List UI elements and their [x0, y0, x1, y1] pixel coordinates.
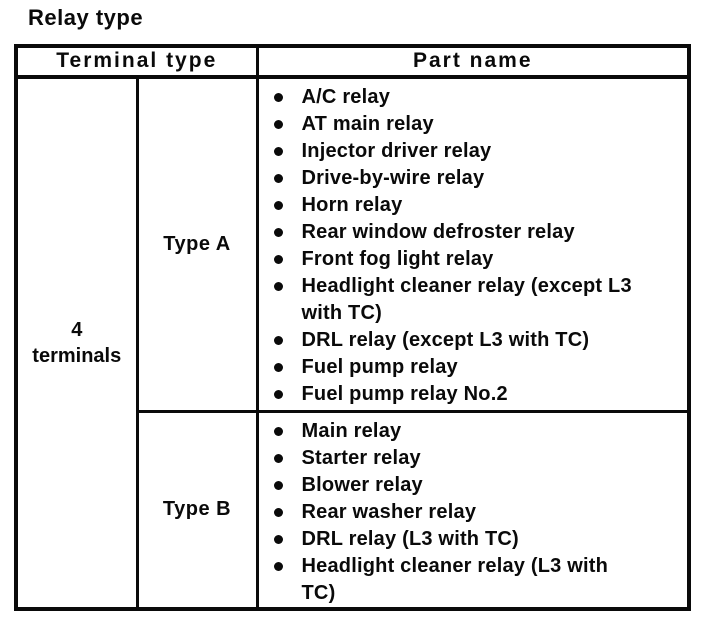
- bullet-icon: [273, 282, 283, 291]
- part-name-text: Rear window defroster relay: [301, 221, 575, 243]
- list-item: Fuel pump relay: [273, 354, 684, 381]
- part-name-text: Injector driver relay: [301, 140, 492, 162]
- cell-terminal-count: 4 terminals: [14, 75, 139, 610]
- list-item: DRL relay (except L3 with TC): [273, 327, 684, 354]
- relay-type-table: Terminal type Part name 4 terminals Type…: [14, 44, 692, 611]
- bullet-icon: [273, 255, 283, 264]
- terminal-count-label: 4 terminals: [32, 318, 122, 367]
- cell-type-a-label: Type A: [135, 75, 259, 413]
- bullet-icon: [273, 228, 283, 237]
- bullet-icon: [273, 336, 283, 345]
- table-row-type-b: Type B Main relay Starter relay Blower r…: [16, 409, 691, 610]
- list-item: Headlight cleaner relay (except L3 with …: [273, 273, 684, 327]
- list-item: Headlight cleaner relay (L3 with TC): [273, 553, 684, 607]
- list-item: Starter relay: [273, 445, 684, 472]
- list-item: Rear window defroster relay: [273, 219, 684, 246]
- part-name-text: Front fog light relay: [301, 248, 494, 270]
- list-item: Horn relay: [273, 192, 684, 219]
- part-name-text: Main relay: [301, 419, 402, 442]
- header-row: Terminal type Part name: [14, 44, 691, 79]
- column-header-terminal-type: Terminal type: [14, 44, 259, 79]
- list-item: Injector driver relay: [273, 138, 684, 165]
- list-item: AT main relay: [273, 111, 684, 138]
- part-name-text: Blower relay: [301, 473, 423, 496]
- part-name-text: A/C relay: [301, 86, 391, 108]
- list-item: Main relay: [273, 418, 684, 445]
- bullet-icon: [273, 453, 283, 463]
- bullet-icon: [273, 561, 283, 571]
- parts-list-type-b: Main relay Starter relay Blower relay Re…: [259, 413, 688, 607]
- part-name-text: AT main relay: [301, 113, 434, 135]
- bullet-icon: [273, 426, 283, 436]
- part-name-text: Rear washer relay: [301, 500, 477, 523]
- cell-parts-type-b: Main relay Starter relay Blower relay Re…: [255, 409, 691, 610]
- cell-parts-type-a: A/C relay AT main relay Injector driver …: [255, 75, 691, 413]
- list-item: Fuel pump relay No.2: [273, 381, 684, 408]
- bullet-icon: [273, 120, 283, 129]
- part-name-text: Starter relay: [301, 446, 421, 469]
- list-item: Front fog light relay: [273, 246, 684, 273]
- part-name-text: DRL relay (L3 with TC): [301, 527, 519, 550]
- bullet-icon: [273, 363, 283, 372]
- cell-type-b-label: Type B: [135, 409, 259, 610]
- part-name-text: Fuel pump relay No.2: [301, 383, 508, 405]
- bullet-icon: [273, 201, 283, 210]
- list-item: A/C relay: [273, 84, 684, 111]
- bullet-icon: [273, 534, 283, 544]
- list-item: DRL relay (L3 with TC): [273, 526, 684, 553]
- table-row-type-a: 4 terminals Type A A/C relay AT main rel…: [14, 75, 691, 610]
- part-name-text: Horn relay: [301, 194, 403, 216]
- part-name-text: DRL relay (except L3 with TC): [301, 329, 590, 351]
- bullet-icon: [273, 390, 283, 399]
- list-item: Rear washer relay: [273, 499, 684, 526]
- list-item: Drive-by-wire relay: [273, 165, 684, 192]
- parts-list-type-a: A/C relay AT main relay Injector driver …: [259, 79, 688, 408]
- part-name-text: Headlight cleaner relay (L3 with TC): [301, 554, 609, 604]
- bullet-icon: [273, 480, 283, 490]
- list-item: Blower relay: [273, 472, 684, 499]
- part-name-text: Fuel pump relay: [301, 356, 458, 378]
- part-name-text: Headlight cleaner relay (except L3 with …: [301, 275, 632, 324]
- bullet-icon: [273, 93, 283, 102]
- bullet-icon: [273, 174, 283, 183]
- column-header-part-name: Part name: [255, 44, 691, 79]
- page-title: Relay type: [28, 5, 144, 30]
- part-name-text: Drive-by-wire relay: [301, 167, 485, 189]
- bullet-icon: [273, 147, 283, 156]
- bullet-icon: [273, 507, 283, 517]
